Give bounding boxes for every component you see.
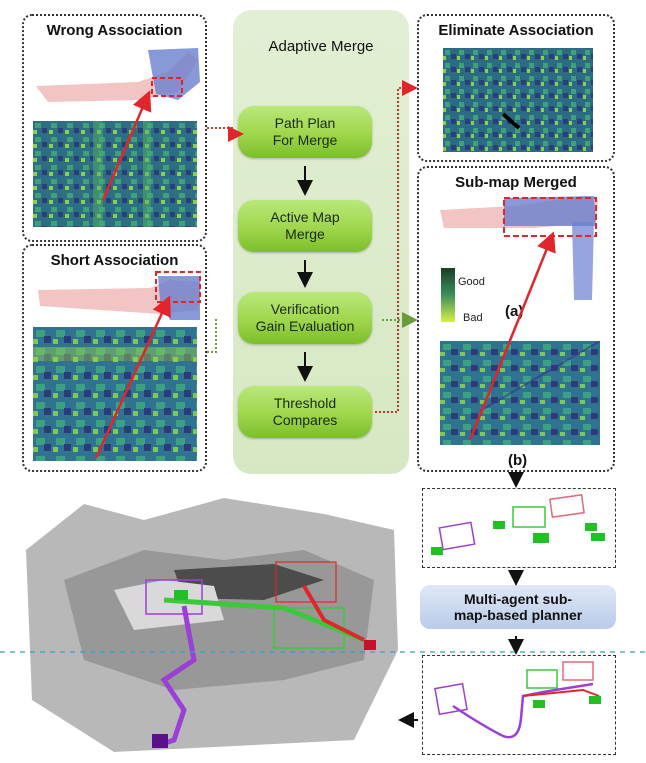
short-heatmap (33, 327, 197, 461)
merged-heatmap (440, 341, 600, 445)
submap-merged-title: Sub-map Merged (455, 174, 577, 191)
short-pointcloud (38, 271, 201, 320)
3d-map-illustration (26, 498, 398, 752)
legend-good: Good (458, 276, 485, 288)
submap-layout-box (422, 488, 616, 568)
step-threshold: Threshold Compares (238, 386, 372, 438)
purple-agent-path (155, 605, 197, 749)
wrong-heatmap (33, 121, 197, 227)
step-verification: Verification Gain Evaluation (238, 292, 372, 344)
short-to-merge-flow (207, 318, 217, 353)
label-a: (a) (505, 303, 524, 320)
adaptive-merge-title: Adaptive Merge (268, 38, 374, 55)
legend-bad: Bad (463, 312, 483, 324)
eliminated-association-mark (501, 112, 521, 130)
planned-paths-figure (434, 661, 601, 739)
eliminate-association-title: Eliminate Association (438, 22, 594, 39)
good-bad-colorbar (441, 268, 455, 322)
eliminate-heatmap (443, 48, 593, 152)
submap-layout-figure (431, 494, 605, 555)
label-b: (b) (508, 452, 528, 469)
wrong-association-title: Wrong Association (46, 22, 183, 39)
wrong-pointcloud (36, 48, 200, 102)
merged-pointcloud (440, 196, 598, 300)
planned-paths-box (422, 655, 616, 755)
short-association-title: Short Association (50, 252, 179, 269)
multi-agent-planner: Multi-agent sub- map-based planner (420, 585, 616, 629)
step-path-plan: Path Plan For Merge (238, 106, 372, 158)
step-active-merge: Active Map Merge (238, 200, 372, 252)
